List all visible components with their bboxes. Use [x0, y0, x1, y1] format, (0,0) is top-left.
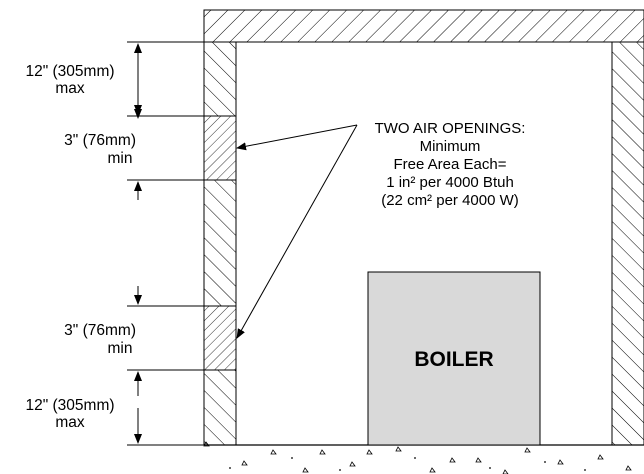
lower-air-opening — [203, 305, 237, 371]
dimension-extension-lines — [127, 41, 204, 446]
dim-lower-limit: min — [108, 340, 133, 357]
dim-lower-value: 3" (76mm) — [64, 322, 136, 339]
leader-arrow-lower — [236, 124, 358, 339]
note-line-3: Free Area Each= — [394, 156, 507, 173]
note-line-4: 1 in² per 4000 Btuh — [386, 174, 514, 191]
dim-upper-value: 3" (76mm) — [64, 132, 136, 149]
boiler-box — [367, 271, 541, 446]
dim-bottom-clearance: 12" (305mm) max — [25, 397, 114, 431]
note-line-1: TWO AIR OPENINGS: — [375, 120, 526, 137]
dim-upper-limit: min — [108, 150, 133, 167]
note-line-5: (22 cm² per 4000 W) — [381, 192, 519, 209]
air-openings-note: TWO AIR OPENINGS: Minimum Free Area Each… — [375, 120, 526, 209]
ceiling-wall — [203, 9, 644, 43]
dim-bottom-value: 12" (305mm) — [25, 397, 114, 414]
dim-lower-opening: 3" (76mm) min — [64, 322, 136, 357]
upper-air-opening — [203, 115, 237, 181]
leader-arrow-upper — [236, 124, 358, 151]
leader-arrows — [236, 124, 358, 339]
dim-top-clearance: 12" (305mm) max — [25, 63, 114, 97]
dim-top-limit: max — [55, 80, 85, 97]
concrete-floor — [203, 441, 644, 474]
boiler: BOILER — [367, 271, 541, 446]
dim-top-value: 12" (305mm) — [25, 63, 114, 80]
boiler-label: BOILER — [414, 348, 493, 371]
note-line-2: Minimum — [420, 138, 481, 155]
dim-upper-opening: 3" (76mm) min — [64, 132, 136, 167]
right-wall — [611, 41, 644, 446]
left-wall — [203, 41, 237, 446]
dim-bottom-limit: max — [55, 414, 85, 431]
